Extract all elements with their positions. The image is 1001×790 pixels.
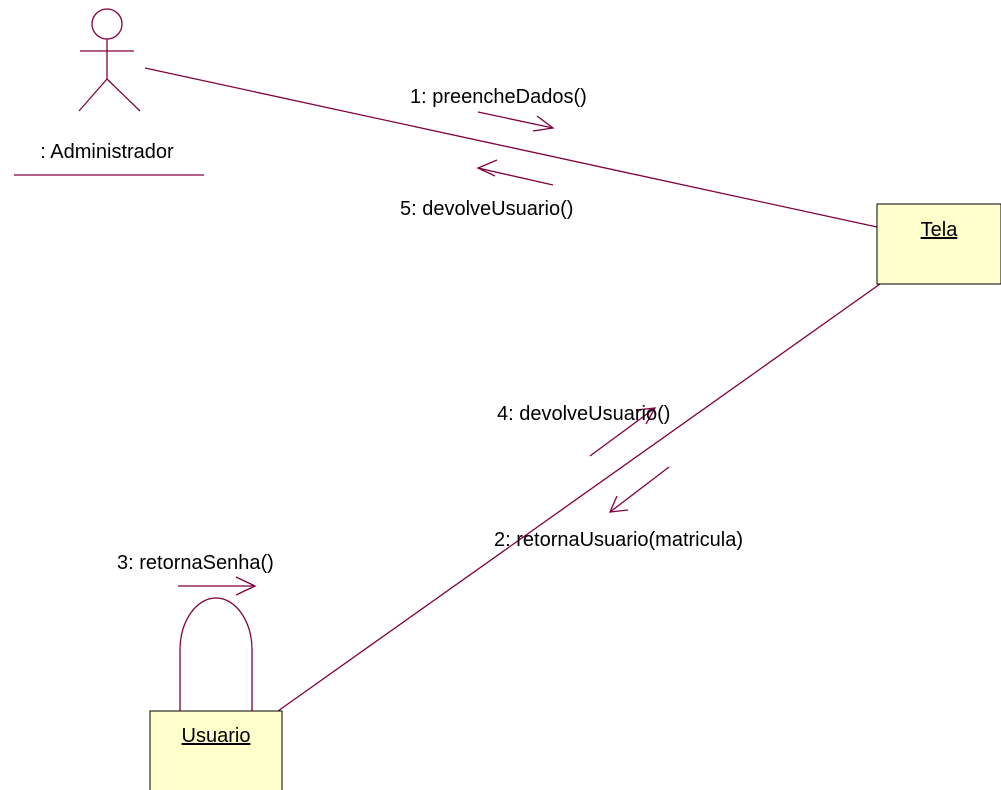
arrow-message-1	[477, 111, 555, 132]
arrow-message-2	[608, 466, 670, 513]
link-administrador-tela	[144, 67, 878, 228]
message-3-label: 3: retornaSenha()	[117, 552, 274, 574]
object-usuario-name: Usuario	[182, 725, 251, 747]
object-tela[interactable]: Tela	[876, 203, 1001, 285]
actor-administrador[interactable]: : Administrador	[14, 8, 204, 176]
arrow-message-3	[178, 576, 257, 596]
link-tela-usuario	[277, 283, 881, 712]
message-4-label: 4: devolveUsuario()	[497, 403, 670, 425]
arrow-message-4	[589, 407, 657, 457]
message-2-label: 2: retornaUsuario(matricula)	[494, 529, 743, 551]
actor-name: : Administrador	[40, 141, 174, 163]
object-tela-name: Tela	[921, 219, 959, 241]
object-usuario[interactable]: Usuario	[149, 710, 283, 790]
message-1-label: 1: preencheDados()	[410, 86, 587, 108]
message-5-label: 5: devolveUsuario()	[400, 198, 573, 220]
arrow-message-5	[476, 159, 554, 186]
self-link-usuario	[179, 597, 253, 711]
stick-figure-actor-icon	[78, 8, 141, 112]
